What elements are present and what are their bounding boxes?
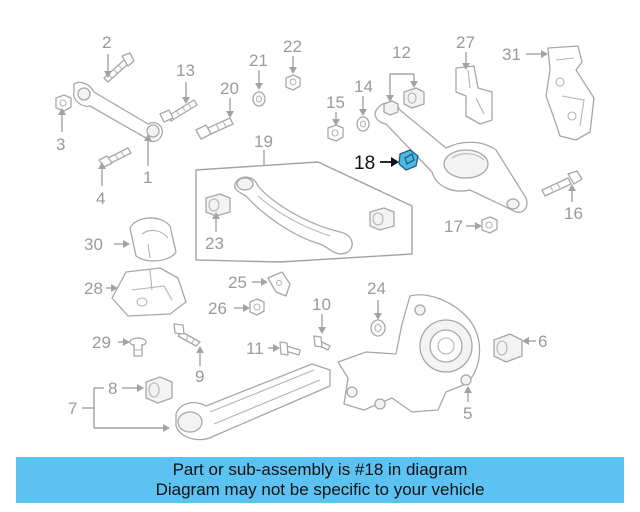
part-bolt-2 xyxy=(103,52,135,83)
callout-17: 17 xyxy=(444,217,463,236)
callout-6: 6 xyxy=(538,332,547,351)
part-nut-15 xyxy=(327,124,344,142)
callout-18-highlighted[interactable]: 18 xyxy=(354,153,375,174)
callout-14: 14 xyxy=(354,77,373,96)
callout-11: 11 xyxy=(246,339,264,358)
callout-29: 29 xyxy=(92,333,111,352)
part-bolt-9 xyxy=(173,323,201,347)
banner-line-2: Diagram may not be specific to your vehi… xyxy=(155,480,485,499)
part-washer-14 xyxy=(356,116,370,132)
part-washer-21 xyxy=(252,91,266,107)
callout-9: 9 xyxy=(195,367,204,386)
callout-10: 10 xyxy=(312,295,331,314)
callout-28: 28 xyxy=(84,279,103,298)
part-clip-29 xyxy=(129,337,147,357)
part-bracket-27 xyxy=(455,65,493,125)
part-trailing-arm-7 xyxy=(175,363,331,441)
callout-19: 19 xyxy=(254,132,273,151)
callout-31: 31 xyxy=(502,45,521,64)
callout-labels: 1 2 3 4 13 20 21 22 15 14 12 27 31 16 17… xyxy=(56,33,583,423)
callout-27: 27 xyxy=(456,33,475,52)
callout-23: 23 xyxy=(205,234,224,253)
part-bumper-30 xyxy=(129,217,177,262)
callout-2: 2 xyxy=(102,33,111,52)
part-control-arm-12 xyxy=(374,87,528,213)
part-spring-seat-28 xyxy=(111,267,187,317)
info-banner: Part or sub-assembly is #18 in diagram D… xyxy=(16,457,624,503)
part-group-box-19 xyxy=(195,161,413,263)
callout-4: 4 xyxy=(96,189,105,208)
callout-20: 20 xyxy=(220,79,239,98)
part-link-1 xyxy=(73,81,163,143)
callout-12: 12 xyxy=(392,43,411,62)
part-bolt-20 xyxy=(195,117,234,140)
callout-24: 24 xyxy=(367,279,386,298)
part-nut-17 xyxy=(481,216,498,234)
callout-1: 1 xyxy=(143,168,152,187)
callout-26: 26 xyxy=(208,299,227,318)
callout-7: 7 xyxy=(68,399,77,418)
callout-22: 22 xyxy=(283,37,302,56)
part-bolt-11 xyxy=(279,341,301,356)
part-bushing-6 xyxy=(493,333,523,363)
callout-16: 16 xyxy=(564,204,583,223)
callout-13: 13 xyxy=(176,61,195,80)
callout-25: 25 xyxy=(228,273,247,292)
part-bolt-13 xyxy=(159,99,198,123)
banner-line-1: Part or sub-assembly is #18 in diagram xyxy=(172,460,468,479)
part-washer-24 xyxy=(370,319,386,337)
part-bolt-16 xyxy=(541,170,583,197)
callout-30: 30 xyxy=(84,235,103,254)
part-bolt-10 xyxy=(313,335,331,351)
part-nut-26 xyxy=(249,298,265,316)
callout-5: 5 xyxy=(463,404,472,423)
callout-3: 3 xyxy=(56,135,65,154)
leader-lines xyxy=(58,50,576,432)
part-clip-25 xyxy=(267,271,291,297)
parts-diagram: 1 2 3 4 13 20 21 22 15 14 12 27 31 16 17… xyxy=(55,33,595,441)
callout-21: 21 xyxy=(249,51,268,70)
part-bolt-18-highlighted[interactable] xyxy=(398,149,419,171)
callout-8: 8 xyxy=(108,379,117,398)
part-bushing-8 xyxy=(145,376,173,404)
part-bracket-31 xyxy=(545,45,595,141)
callout-15: 15 xyxy=(326,93,345,112)
part-bolt-4 xyxy=(98,147,132,168)
part-nut-3 xyxy=(55,94,72,112)
part-knuckle-5 xyxy=(337,294,481,413)
part-nut-22 xyxy=(285,74,301,91)
